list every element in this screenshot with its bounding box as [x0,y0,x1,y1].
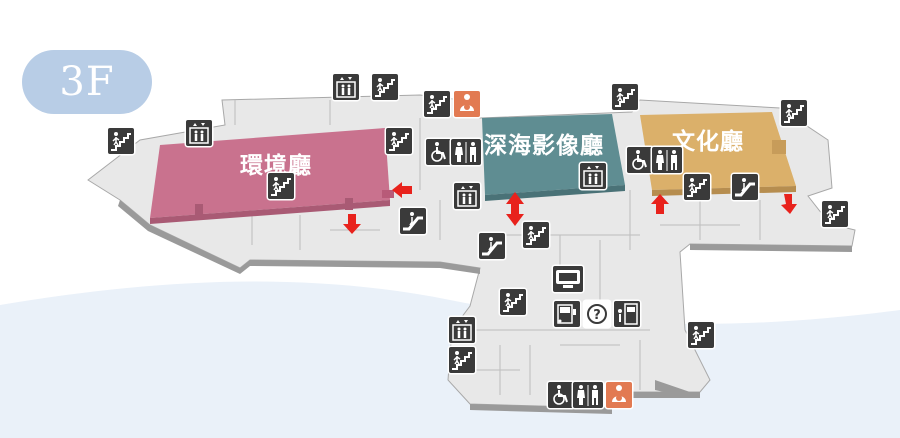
svg-text:?: ? [593,308,601,323]
stairs-icon [500,289,526,315]
atm-icon [614,301,640,327]
hall-label-deep-sea-imaging: 深海影像廳 [484,133,604,159]
arrow-updown-imaging [506,192,524,226]
information-icon: ? [584,301,610,327]
stairs-icon [372,74,398,100]
nursing-room-icon [454,91,480,117]
accessible-toilet-icon [426,139,452,165]
floor-label-badge: 3F [22,50,152,114]
stairs-icon [781,100,807,126]
restroom-icon [652,147,682,173]
stairs-icon [386,128,412,154]
arrow-up-culture [651,194,669,214]
stairs-icon [424,91,450,117]
hall-label-culture: 文化廳 [672,129,744,155]
elevator-icon [449,317,475,343]
arrow-down-culture [781,194,797,214]
stairs-icon [108,128,134,154]
accessible-toilet-icon [627,147,653,173]
restroom-icon [573,382,603,408]
elevator-icon [580,163,606,189]
escalator-icon [479,233,505,259]
restroom-icon [451,139,481,165]
nursing-room-icon [606,382,632,408]
accessible-toilet-icon [548,382,574,408]
arrow-left-entry [392,182,412,198]
escalator-icon [400,208,426,234]
stairs-icon [449,347,475,373]
stairs-icon [268,173,294,199]
partitions [234,100,761,395]
stairs-icon [822,201,848,227]
tv-monitor-icon [553,266,583,292]
elevator-icon [454,183,480,209]
arrow-down-environment [343,214,361,234]
elevator-icon [333,74,359,100]
arrows [343,182,797,234]
stairs-icon [684,174,710,200]
stairs-icon [612,84,638,110]
stairs-icon [688,322,714,348]
escalator-icon [732,174,758,200]
elevator-icon [186,120,212,146]
wall-edges [118,200,852,414]
vending-machine-icon [554,301,580,327]
stairs-icon [523,222,549,248]
